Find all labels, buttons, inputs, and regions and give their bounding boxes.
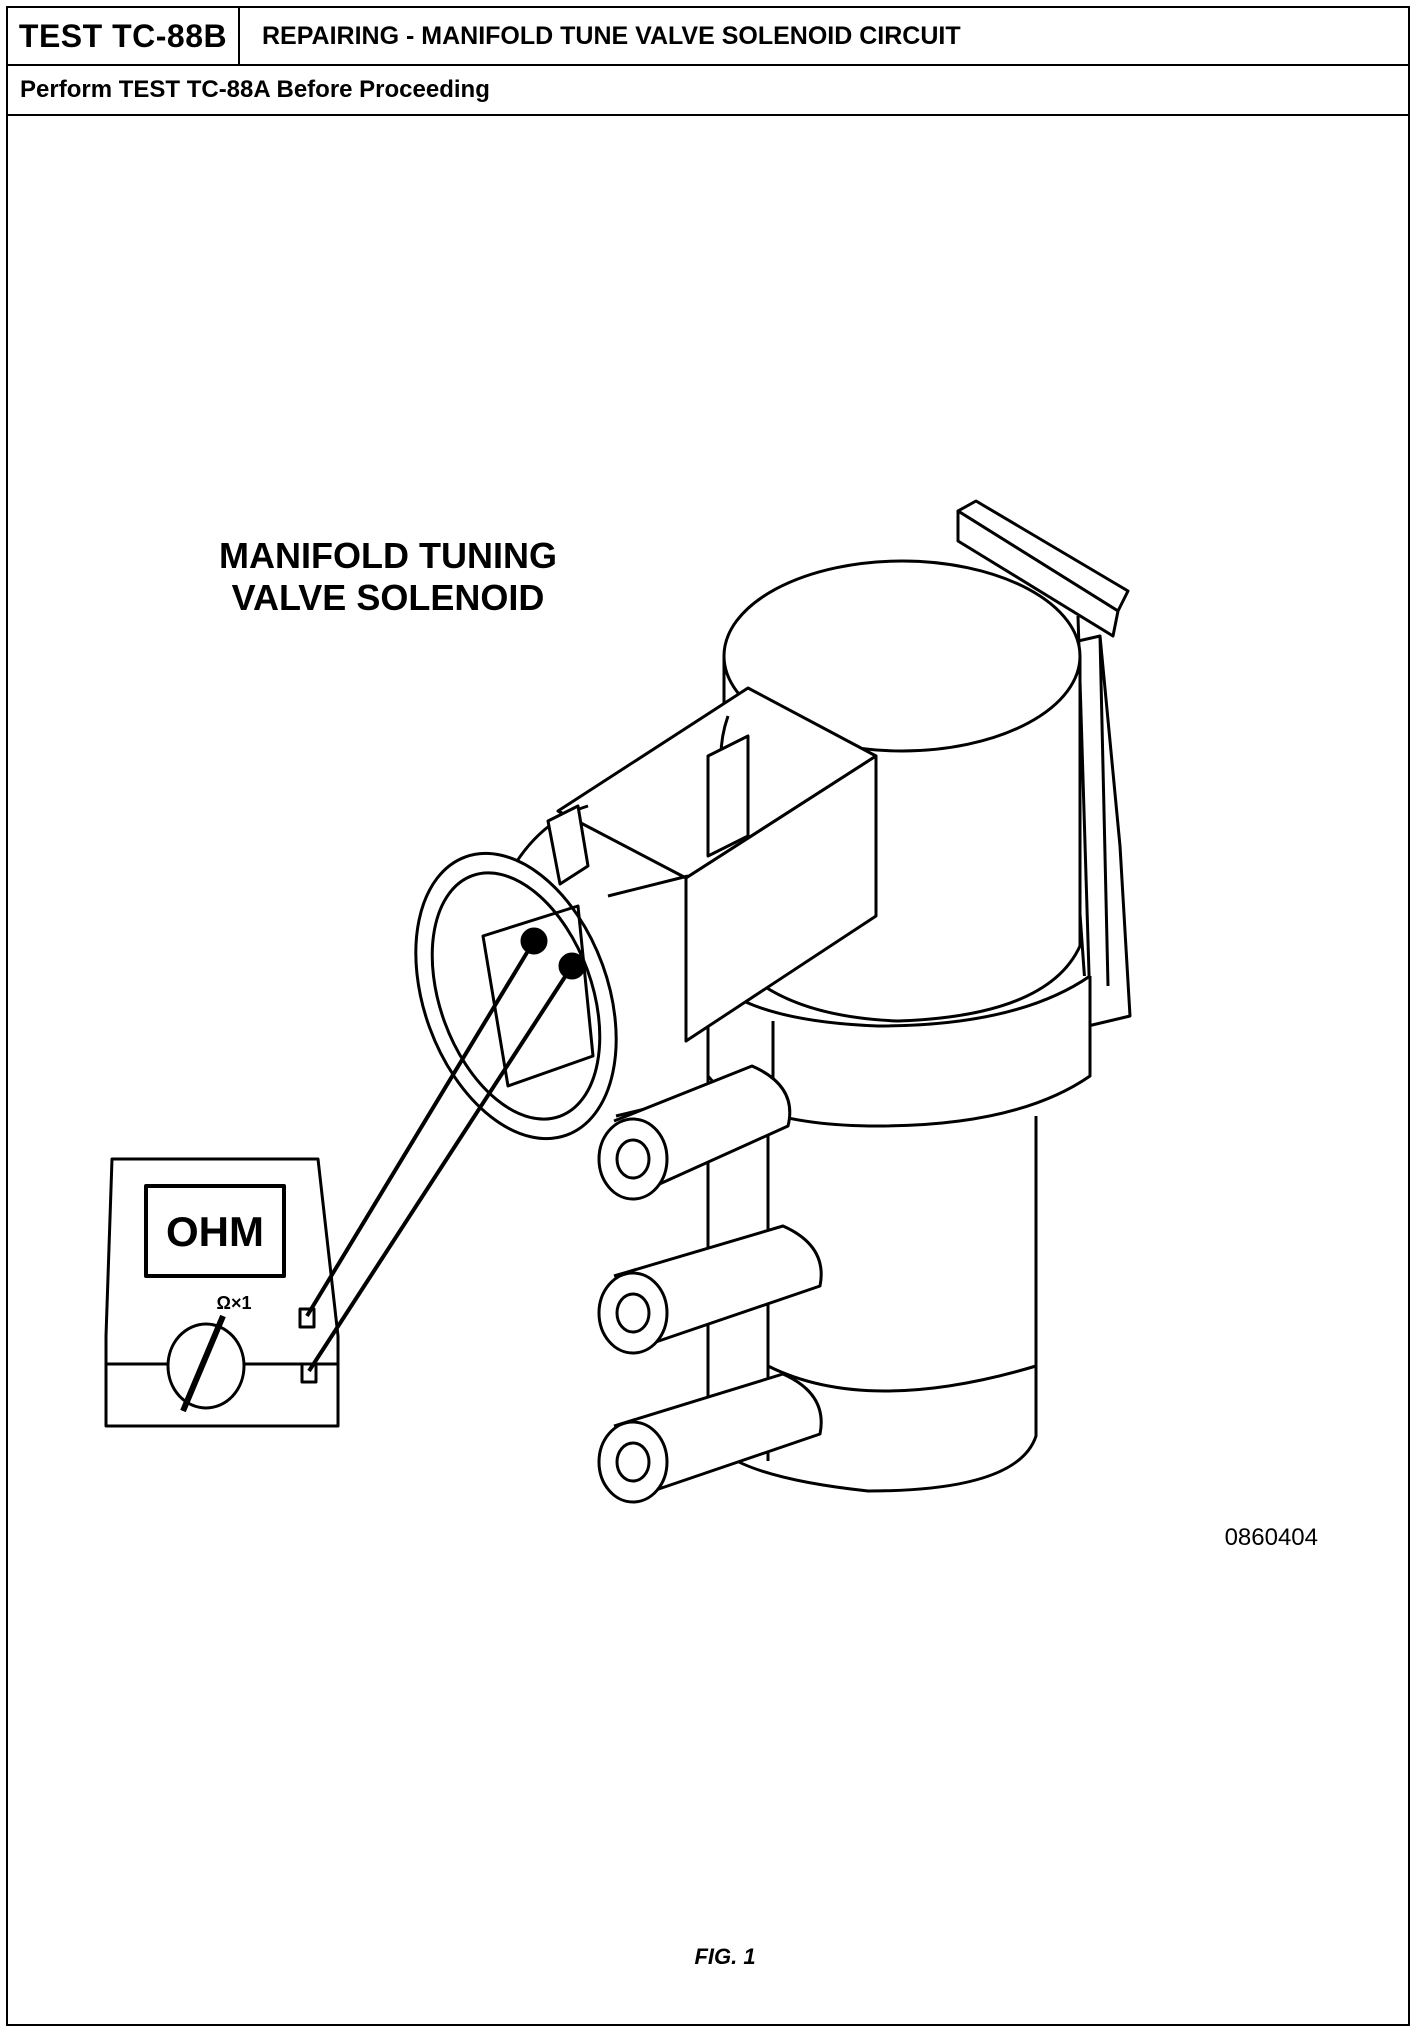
multimeter: [104, 1157, 340, 1428]
meter-display-text: OHM: [166, 1208, 264, 1255]
meter-range-label: Ω×1: [217, 1293, 252, 1313]
figure: MANIFOLD TUNING VALVE SOLENOID OHM Ω×1 0…: [104, 499, 1318, 1969]
component-label-line-2: VALVE SOLENOID: [232, 577, 545, 618]
vacuum-port-lower: [597, 1372, 823, 1504]
vacuum-port-upper: [597, 1064, 792, 1201]
page-frame: TEST TC-88B REPAIRING - MANIFOLD TUNE VA…: [6, 6, 1410, 2026]
meter-display-window: [144, 1184, 286, 1278]
figure-caption: FIG. 1: [694, 1944, 755, 1969]
connector-housing: [414, 686, 878, 1141]
test-title: REPAIRING - MANIFOLD TUNE VALVE SOLENOID…: [262, 21, 961, 50]
component-label-line-1: MANIFOLD TUNING: [219, 535, 557, 576]
vacuum-port-middle: [597, 1224, 823, 1355]
prerequisite-note: Perform TEST TC-88A Before Proceeding: [8, 66, 1408, 116]
test-lead-2: [307, 964, 574, 1373]
header-row: TEST TC-88B REPAIRING - MANIFOLD TUNE VA…: [8, 8, 1408, 66]
test-id: TEST TC-88B: [8, 8, 240, 64]
meter-dial: [166, 1322, 246, 1410]
image-code: 0860404: [1225, 1524, 1318, 1551]
test-lead-1: [305, 939, 536, 1318]
